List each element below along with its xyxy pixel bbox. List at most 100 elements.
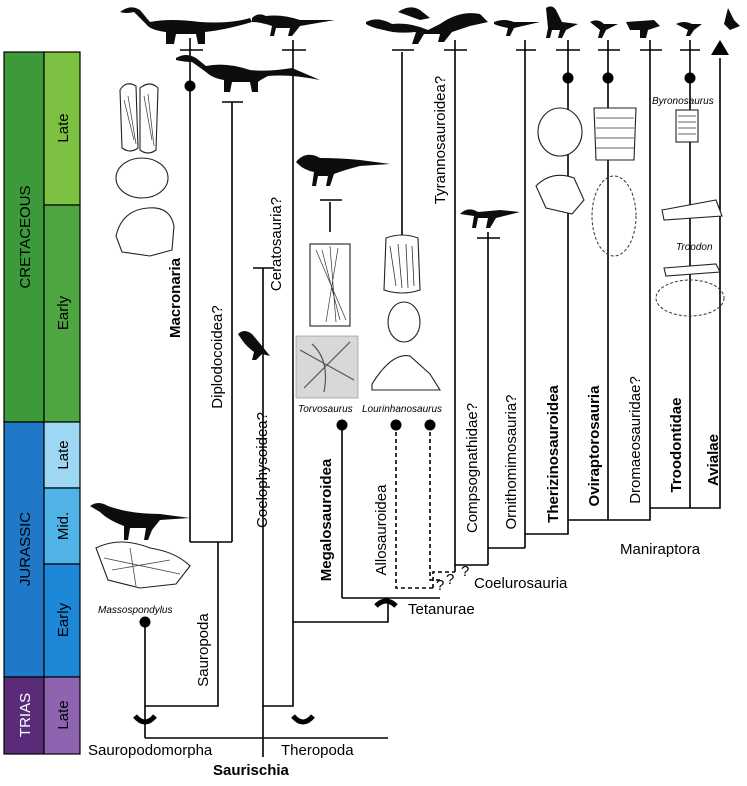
byronosaurus-tooth-drawing: [675, 109, 699, 143]
sauropod-silhouette-macronaria: [176, 55, 320, 92]
label-diplodocoidea: Diplodocoidea?: [209, 305, 226, 408]
branch-theropoda: [262, 40, 440, 738]
small-theropod-silhouettes: [494, 6, 740, 39]
label-lourinhanosaurus: Lourinhanosaurus: [362, 404, 442, 415]
therizinosaur-egg-drawing: [537, 107, 583, 157]
torvosaurus-tooth-drawing: [309, 243, 351, 327]
label-sauropodomorpha: Sauropodomorpha: [88, 742, 213, 759]
epoch-label-late-jurassic: Late: [55, 440, 72, 469]
macronaria-skull-drawing: [115, 207, 175, 257]
avialae-arrow-icon: [711, 40, 729, 55]
label-oviraptorosauria: Oviraptorosauria: [586, 385, 603, 507]
branch-allosauroidea: [395, 425, 455, 589]
sauropod-silhouette-top: [120, 7, 252, 45]
time-scale: CRETACEOUS JURASSIC TRIAS Late Early Lat…: [3, 51, 81, 755]
macronaria-egg-drawing: [115, 157, 169, 199]
label-maniraptora: Maniraptora: [620, 541, 701, 558]
label-troodon: Troodon: [676, 242, 713, 253]
lourinhanosaurus-tooth-drawing: [383, 234, 421, 294]
silhouettes: [90, 6, 740, 540]
label-byronosaurus: Byronosaurus: [652, 96, 714, 107]
tyrannosaur-silhouette-top: [366, 7, 488, 44]
epoch-label-early-cretaceous: Early: [55, 295, 72, 330]
label-ornithomimosauria: Ornithomimosauria?: [503, 394, 520, 529]
period-trias: [3, 676, 45, 755]
epoch-late-jurassic: [43, 421, 81, 489]
question-mark-3: ?: [461, 563, 469, 580]
label-coelurosauria: Coelurosauria: [474, 575, 568, 592]
epoch-label-early-jurassic: Early: [55, 602, 72, 637]
label-therizinosauroidea: Therizinosauroidea: [545, 385, 562, 523]
ceratosaur-silhouette: [296, 154, 390, 186]
massospondylus-skeleton-drawing: [95, 541, 191, 589]
node-labels: Maniraptora Coelurosauria Tetanurae Saur…: [88, 541, 701, 779]
branch-megalosauroidea: [329, 202, 343, 598]
node-bracket-theropoda: [291, 714, 315, 725]
label-theropoda: Theropoda: [281, 742, 354, 759]
tree-branches: [133, 38, 729, 757]
epoch-label-mid-jurassic: Mid.: [55, 512, 72, 540]
branch-saurischia: [145, 737, 388, 757]
compsognathid-silhouette: [460, 209, 520, 228]
taxon-labels: Massospondylus Torvosaurus Lourinhanosau…: [98, 96, 714, 616]
period-jurassic: [3, 421, 45, 678]
label-tyrannosauroidea: Tyrannosauroidea?: [432, 76, 449, 204]
clade-labels: Macronaria Diplodocoidea? Sauropoda Cera…: [167, 76, 722, 687]
label-massospondylus: Massospondylus: [98, 605, 172, 616]
theropod-silhouette-top: [252, 14, 335, 36]
lourinhanosaurus-bone-drawing: [371, 355, 441, 391]
dot-allosauroidea-2: [424, 419, 436, 431]
label-megalosauroidea: Megalosauroidea: [318, 458, 335, 581]
label-dromaeosauridae: Dromaeosauridae?: [627, 376, 644, 504]
dot-therizinosauroidea: [562, 72, 574, 84]
troodontid-skull-drawing: [661, 199, 723, 221]
label-avialae: Avialae: [705, 434, 722, 486]
epoch-label-late-cretaceous: Late: [55, 113, 72, 142]
period-label-jurassic: JURASSIC: [17, 512, 34, 586]
epoch-late-triassic: [43, 676, 81, 755]
period-cretaceous: [3, 51, 45, 423]
lourinhanosaurus-egg-drawing: [387, 301, 421, 343]
tip-ticks: [180, 49, 700, 269]
dot-allosauroidea-1: [390, 419, 402, 431]
dot-massospondylus: [139, 616, 151, 628]
question-mark-2: ?: [446, 571, 454, 588]
occurrence-dots: [139, 72, 696, 628]
label-sauropoda: Sauropoda: [195, 613, 212, 687]
branch-coelurosauria: [401, 40, 721, 572]
macronaria-teeth-drawing: [119, 83, 159, 154]
troodon-egg-drawing: [655, 279, 725, 317]
dot-oviraptorosauria: [602, 72, 614, 84]
question-mark-1: ?: [436, 577, 444, 594]
node-bracket-tetanurae: [374, 598, 398, 608]
troodon-jaw-drawing: [663, 263, 721, 277]
fossil-illustrations: [95, 83, 725, 589]
coelophysoid-silhouette: [238, 331, 270, 360]
label-macronaria: Macronaria: [167, 257, 184, 338]
label-saurischia: Saurischia: [213, 762, 290, 779]
dot-megalosauroidea: [336, 419, 348, 431]
period-label-cretaceous: CRETACEOUS: [17, 185, 34, 288]
label-coelophysoidea: Coelophysoidea?: [254, 412, 271, 528]
label-ceratosauria: Ceratosauria?: [268, 197, 285, 291]
massospondylus-silhouette: [90, 503, 190, 540]
branch-sauropodomorph: [144, 38, 233, 738]
epoch-label-late-triassic: Late: [55, 700, 72, 729]
oviraptor-tooth-drawing: [593, 107, 637, 161]
label-torvosaurus: Torvosaurus: [298, 404, 353, 415]
torvosaurus-bones-drawing: [295, 335, 359, 399]
node-bracket-sauropodomorpha: [133, 714, 157, 725]
label-allosauroidea: Allosauroidea: [373, 484, 390, 576]
period-label-trias: TRIAS: [17, 693, 34, 737]
therizinosaur-skull-drawing: [535, 174, 585, 215]
dot-troodontidae: [684, 72, 696, 84]
oviraptor-egg-skeleton-drawing: [591, 175, 637, 257]
label-tetanurae: Tetanurae: [408, 601, 475, 618]
label-compsognathidae: Compsognathidae?: [464, 403, 481, 533]
epoch-late-cretaceous: [43, 51, 81, 206]
epoch-early-jurassic: [43, 563, 81, 678]
label-troodontidae: Troodontidae: [668, 398, 685, 493]
dot-macronaria: [184, 80, 196, 92]
